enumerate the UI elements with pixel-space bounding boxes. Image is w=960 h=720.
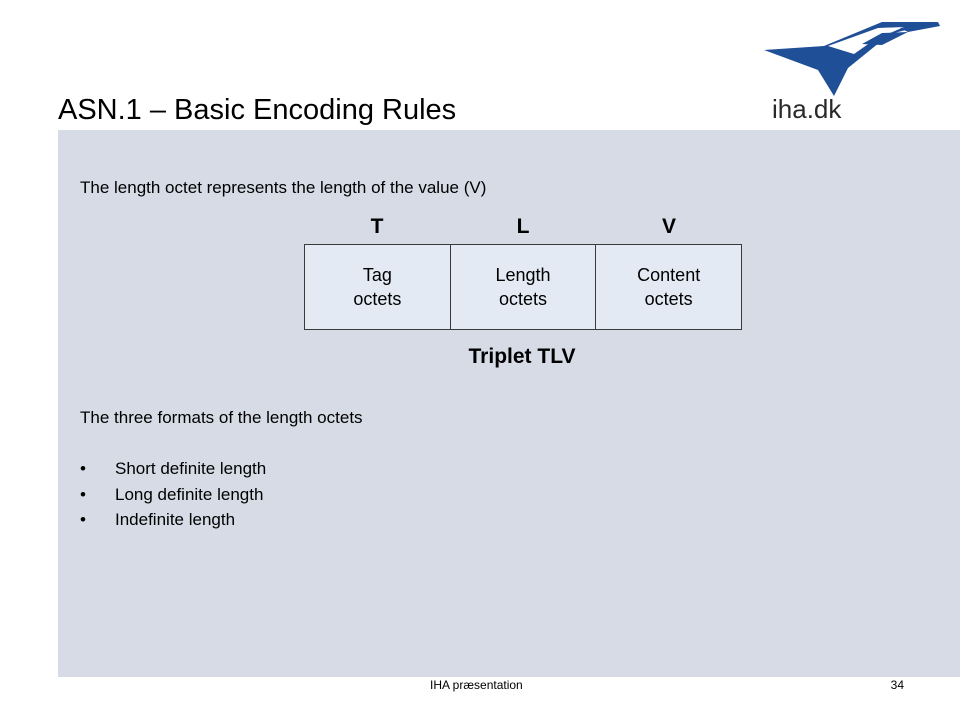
bullet-icon: • [80, 484, 86, 504]
tlv-caption: Triplet TLV [468, 345, 576, 368]
tlv-diagram: Tag octets Length octets Content octets [304, 244, 742, 330]
tlv-letter-l: L [516, 215, 530, 238]
bullet-text: Long definite length [115, 484, 264, 504]
logo-text: iha.dk [772, 94, 842, 124]
content-panel [58, 130, 960, 677]
content-octets-cell: Content octets [637, 265, 701, 309]
length-octets-cell: Length octets [451, 245, 597, 329]
footer-text: IHA præsentation [430, 678, 523, 692]
formats-heading: The three formats of the length octets [80, 408, 363, 427]
tlv-letter-t: T [370, 215, 384, 238]
bullet-icon: • [80, 510, 86, 529]
bullet-icon: • [80, 459, 86, 478]
tag-octets-cell: Tag octets [305, 245, 451, 329]
slide-title: ASN.1 – Basic Encoding Rules [58, 94, 457, 126]
bullet-text: Indefinite length [115, 510, 236, 529]
iha-logo: iha.dk [758, 18, 944, 128]
page-number: 34 [890, 678, 904, 692]
swoosh-logo-icon [764, 22, 940, 96]
intro-text: The length octet represents the length o… [80, 178, 487, 197]
bullet-text: Short definite length [115, 459, 267, 478]
tlv-letter-v: V [661, 215, 676, 238]
